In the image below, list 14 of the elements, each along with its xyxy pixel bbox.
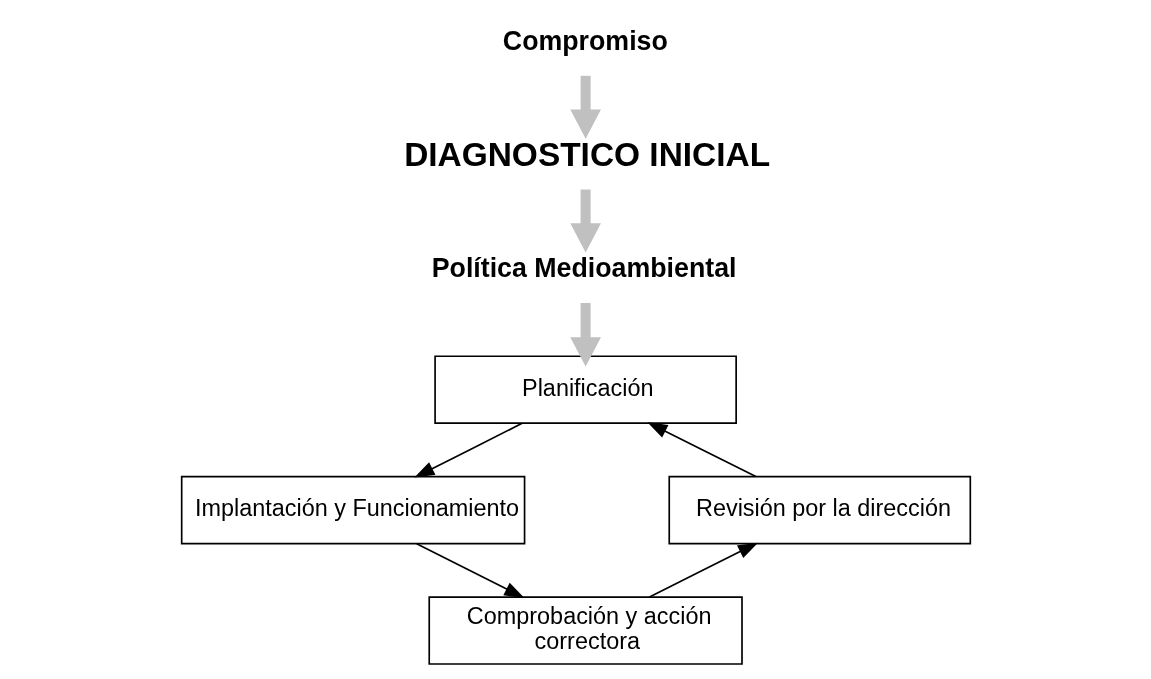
node-box: Comprobación y acción correctora [427,596,743,665]
arrow [569,302,601,367]
arrow [648,542,758,598]
node-text: Política Medioambiental [431,253,736,284]
node-text: DIAGNOSTICO INICIAL [403,135,770,173]
arrow [413,422,523,478]
arrow [415,542,524,599]
node-box: Planificación [433,355,737,424]
arrow [569,75,601,139]
arrow [569,189,601,253]
arrow [646,422,757,478]
node-text: Compromiso [502,25,668,56]
node-box: Implantación y Funcionamiento [180,475,525,545]
node-box: Revisión por la dirección [667,475,971,545]
